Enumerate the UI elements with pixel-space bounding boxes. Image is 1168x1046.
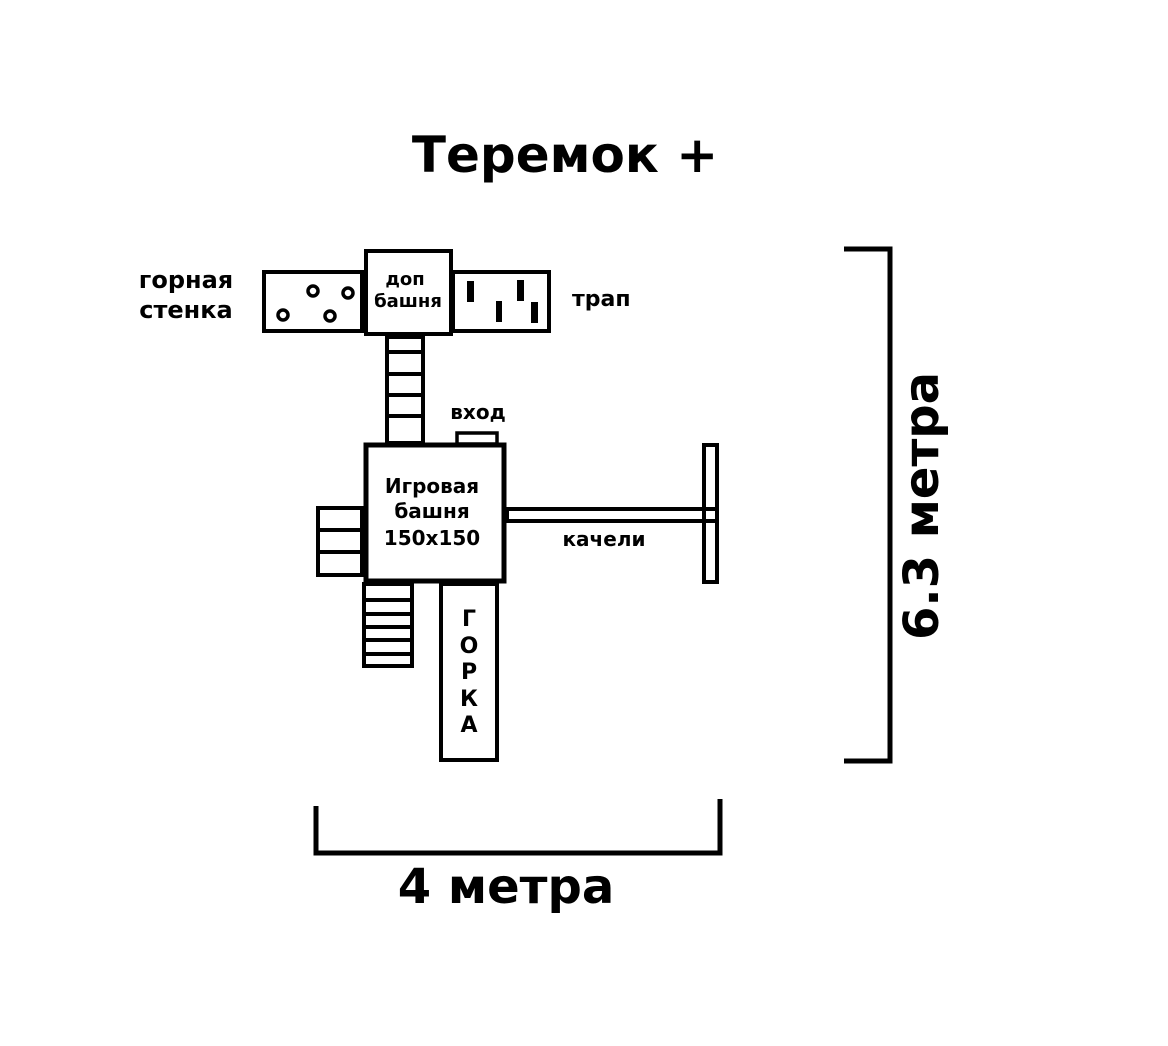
left-ladder (316, 506, 364, 577)
ramp (451, 270, 551, 333)
climbing-wall (262, 270, 364, 333)
slide-letter: Г (462, 607, 476, 632)
play-tower-label-1: Игровая (385, 474, 479, 498)
entrance-step (455, 431, 499, 446)
ramp-label: трап (572, 287, 631, 312)
length-label: 6.3 метра (894, 372, 950, 640)
swing-label: качели (562, 527, 645, 551)
width-label: 4 метра (398, 859, 614, 915)
swing (505, 443, 719, 584)
play-tower-label-2: башня (394, 499, 469, 523)
slide (439, 582, 499, 762)
length-bracket (844, 246, 893, 764)
extra-tower-label-1: доп (385, 269, 424, 290)
slide-letter: Р (461, 660, 477, 685)
slide-letter: А (460, 713, 477, 738)
bottom-stairs (362, 582, 414, 668)
slide-letter: К (460, 687, 478, 712)
play-tower-label-3: 150x150 (384, 526, 480, 550)
play-tower (363, 442, 507, 584)
plan-title: Теремок + (412, 126, 718, 184)
upper-ladder (385, 335, 425, 445)
entrance-label: вход (450, 400, 505, 424)
climbing-wall-label-2: стенка (139, 296, 232, 324)
width-bracket (313, 799, 723, 856)
climbing-wall-label-1: горная (139, 266, 233, 294)
extra-tower-label-2: башня (374, 291, 442, 312)
slide-letter: О (460, 634, 479, 659)
